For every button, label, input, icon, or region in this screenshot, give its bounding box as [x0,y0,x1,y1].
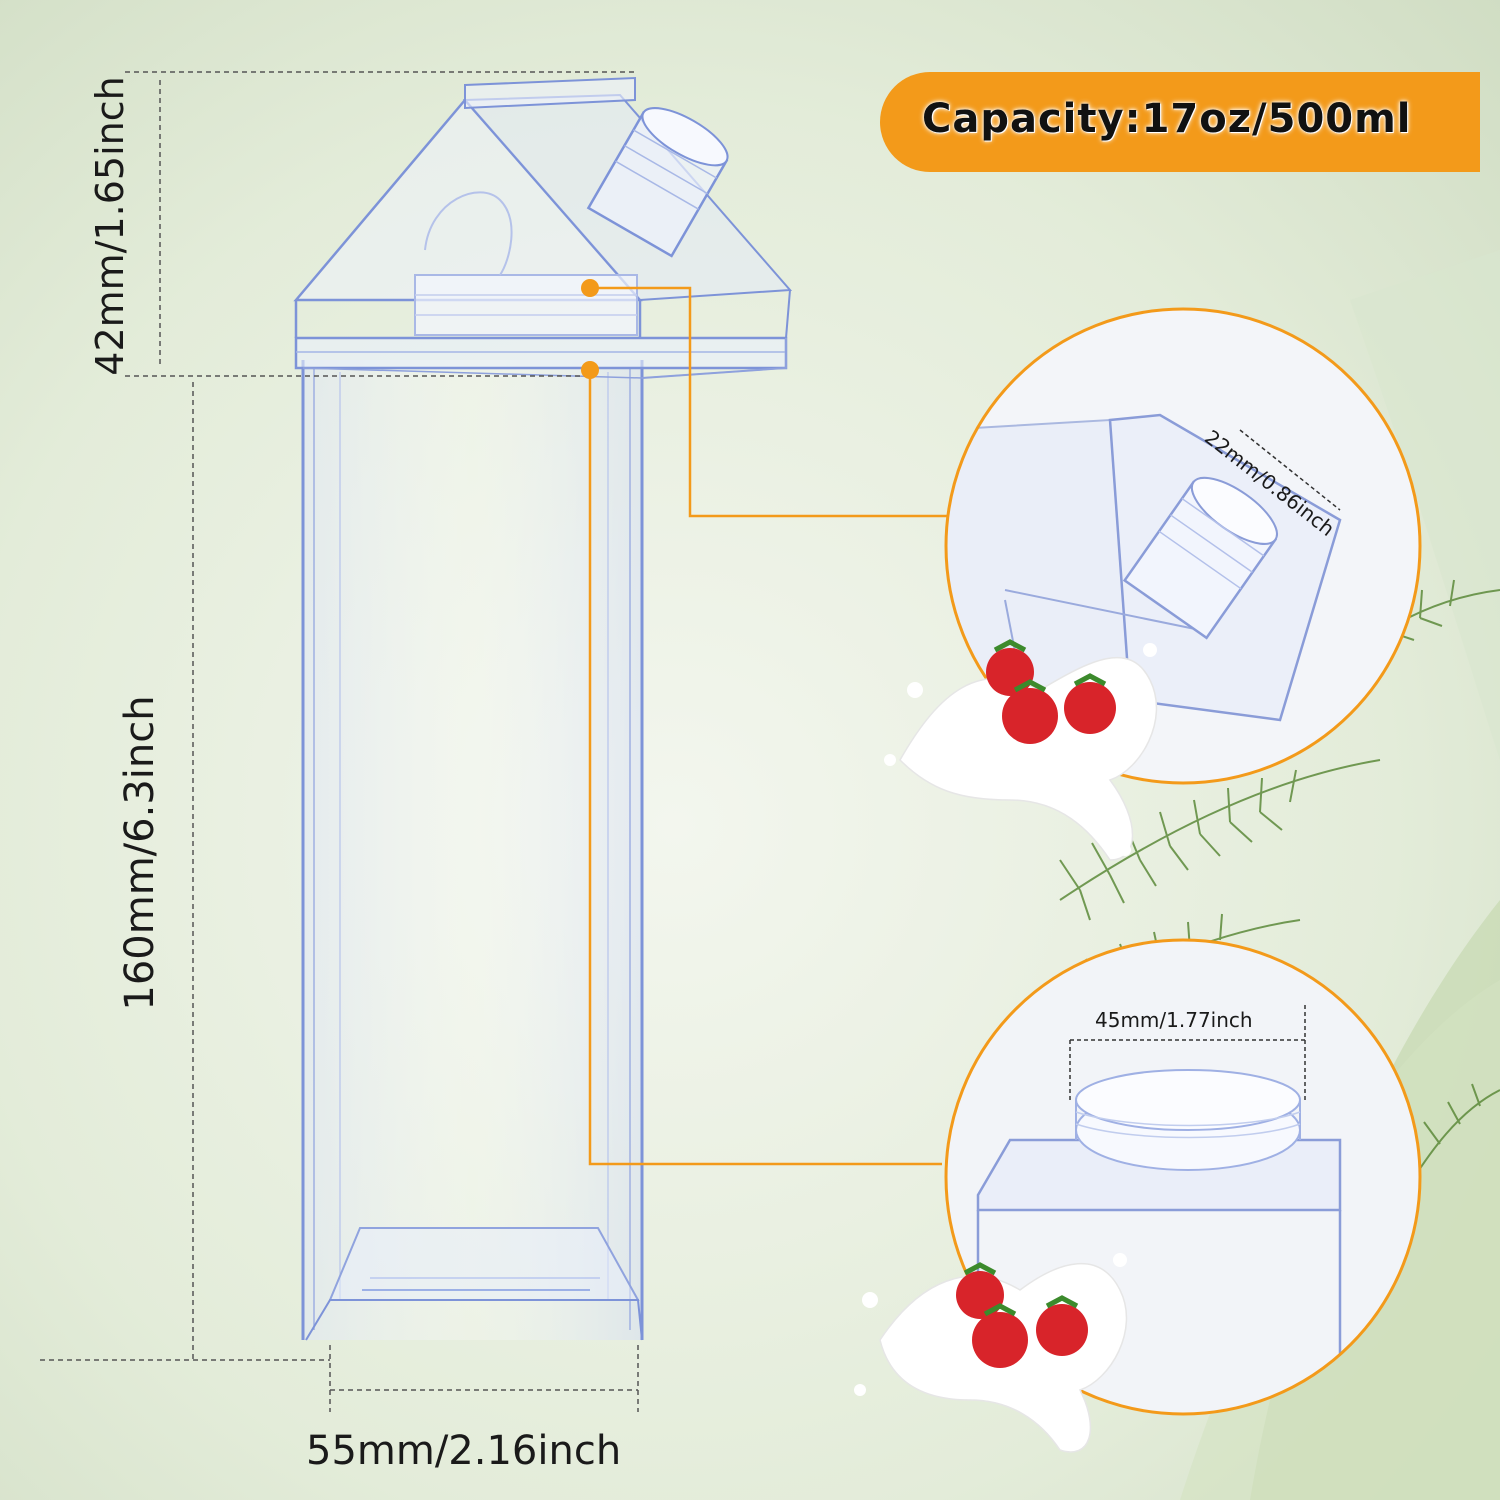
capacity-label: Capacity:17oz/500ml [922,96,1412,142]
strawberry-milk-splash-icon [854,1253,1128,1453]
mouth-width-label: 45mm/1.77inch [1095,1008,1253,1032]
spout-detail-view [944,307,1422,785]
callout-lines [588,286,947,1166]
cap-height-label: 42mm/1.65inch [88,76,132,376]
dimension-lines [40,71,639,1412]
milk-carton-bottle-icon [293,76,793,1341]
capacity-banner [880,72,1480,172]
body-height-label: 160mm/6.3inch [117,695,163,1011]
callout-dot-mouth [581,361,599,379]
strawberry-milk-splash-icon [884,639,1158,861]
callout-dot-spout [581,279,599,297]
width-label: 55mm/2.16inch [306,1428,622,1474]
